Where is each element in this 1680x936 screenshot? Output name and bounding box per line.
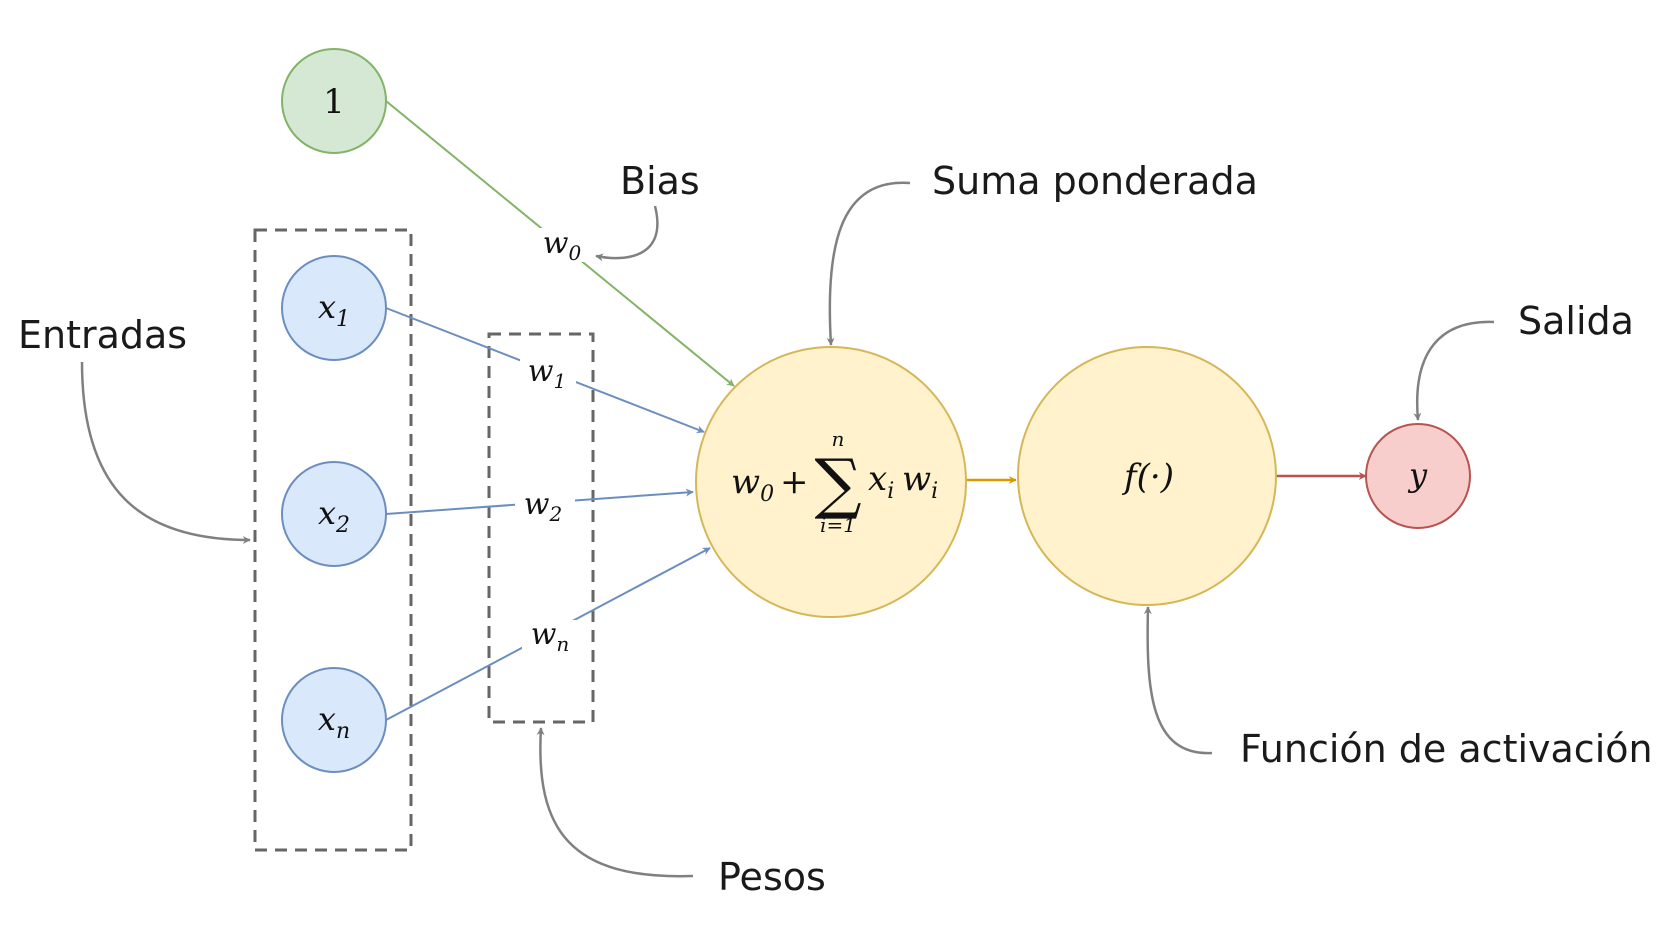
x2-base: x bbox=[318, 494, 336, 532]
label-activation-function: Función de activación bbox=[1240, 727, 1653, 771]
wn-sub: n bbox=[556, 632, 569, 656]
annotation-arrow-weights bbox=[536, 727, 694, 878]
weights-dashed-box bbox=[487, 332, 595, 724]
w0-sub: 0 bbox=[568, 241, 581, 265]
annotation-arrow-activation bbox=[1143, 606, 1213, 755]
wn-base: w bbox=[531, 617, 557, 652]
weight-wn-label: wn bbox=[531, 617, 570, 656]
output-node bbox=[1365, 423, 1471, 529]
label-bias: Bias bbox=[620, 159, 700, 203]
annotation-arrow-output bbox=[1413, 320, 1495, 421]
annotation-arrow-bias bbox=[595, 205, 659, 262]
formula-wi: wi bbox=[902, 459, 938, 504]
weighted-sum-formula: w0 + ∑ n i=1 xi wi bbox=[731, 427, 938, 537]
w1-base: w bbox=[528, 354, 554, 389]
label-weighted-sum: Suma ponderada bbox=[932, 159, 1258, 203]
xn-label: xn bbox=[318, 700, 350, 744]
input-node-x1 bbox=[281, 255, 387, 361]
x2-sub: 2 bbox=[335, 513, 350, 538]
annotation-arrow-weighted-sum bbox=[826, 181, 911, 346]
bias-node-label: 1 bbox=[323, 82, 345, 122]
input-node-x2 bbox=[281, 461, 387, 567]
weight-w0-label: w0 bbox=[543, 226, 582, 265]
w0-base: w bbox=[543, 226, 569, 261]
x1-label: x1 bbox=[318, 288, 350, 332]
bias-node bbox=[281, 48, 387, 154]
formula-upper-limit: n bbox=[832, 427, 845, 451]
label-inputs: Entradas bbox=[18, 313, 187, 357]
w2-sub: 2 bbox=[548, 502, 562, 526]
x1-base: x bbox=[318, 288, 336, 326]
weight-w1-label: w1 bbox=[528, 354, 566, 393]
x2-label: x2 bbox=[318, 494, 350, 538]
w2-base: w bbox=[524, 487, 550, 522]
weighted-sum-node bbox=[695, 346, 967, 618]
xn-sub: n bbox=[336, 719, 350, 744]
output-label: y bbox=[1407, 456, 1428, 494]
annotation-arrow-inputs bbox=[80, 361, 251, 544]
activation-label: f(·) bbox=[1121, 457, 1174, 497]
activation-node bbox=[1017, 346, 1277, 606]
xn-base: x bbox=[318, 700, 336, 738]
label-output: Salida bbox=[1518, 299, 1634, 343]
inputs-dashed-box bbox=[253, 228, 413, 852]
input-node-xn bbox=[281, 667, 387, 773]
formula-term-w0: w0 bbox=[731, 462, 774, 507]
formula-lower-limit: i=1 bbox=[820, 513, 856, 537]
label-weights: Pesos bbox=[718, 855, 826, 899]
formula-xi: xi bbox=[868, 459, 894, 504]
x1-sub: 1 bbox=[336, 307, 350, 332]
formula-plus: + bbox=[780, 462, 809, 502]
weight-w2-label: w2 bbox=[524, 487, 562, 526]
w1-sub: 1 bbox=[553, 369, 566, 393]
formula-sigma: ∑ bbox=[814, 445, 861, 522]
